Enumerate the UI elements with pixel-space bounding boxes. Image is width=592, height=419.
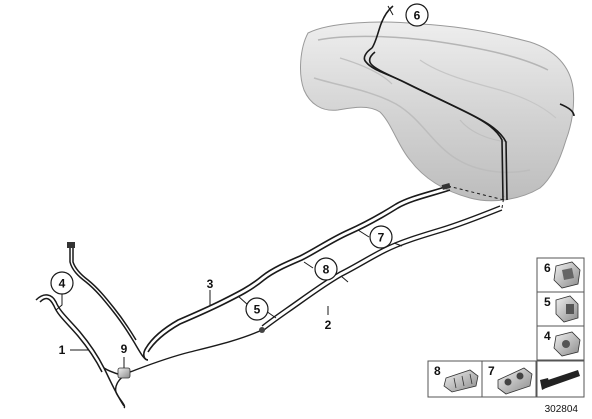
fuel-tank: [300, 21, 575, 202]
legend-box-6: 6: [536, 257, 585, 293]
callout-6: 6: [405, 3, 429, 27]
svg-text:4: 4: [59, 277, 66, 291]
callout-7: 7: [369, 225, 393, 249]
legend-box-5: 5: [536, 291, 585, 327]
svg-text:7: 7: [378, 231, 385, 245]
svg-text:4: 4: [544, 329, 551, 343]
fuel-feed-line: [143, 185, 451, 361]
callout-5: 5: [245, 297, 269, 321]
legend-box-4: 4: [536, 325, 585, 361]
label-9: 9: [121, 342, 128, 356]
reference-number: 302804: [545, 404, 579, 415]
label-1: 1: [59, 343, 66, 357]
left-lines: [35, 246, 149, 407]
line-fittings: [67, 183, 451, 333]
legend-box-arrow: [536, 360, 585, 398]
svg-text:8: 8: [434, 364, 441, 378]
leader-lines: [55, 5, 403, 368]
clip-part-9: [117, 367, 131, 379]
svg-text:5: 5: [254, 303, 261, 317]
svg-text:6: 6: [414, 9, 421, 23]
label-2: 2: [325, 318, 332, 332]
callout-8: 8: [314, 257, 338, 281]
svg-text:8: 8: [323, 263, 330, 277]
legend-box-7: 7: [481, 360, 537, 398]
tank-vent-line: [363, 5, 575, 201]
legend-box-8: 8: [427, 360, 483, 398]
svg-text:5: 5: [544, 295, 551, 309]
connector-dashes: [447, 185, 505, 209]
svg-text:7: 7: [488, 364, 495, 378]
callout-4: 4: [50, 271, 74, 295]
label-3: 3: [207, 277, 214, 291]
svg-text:6: 6: [544, 261, 551, 275]
